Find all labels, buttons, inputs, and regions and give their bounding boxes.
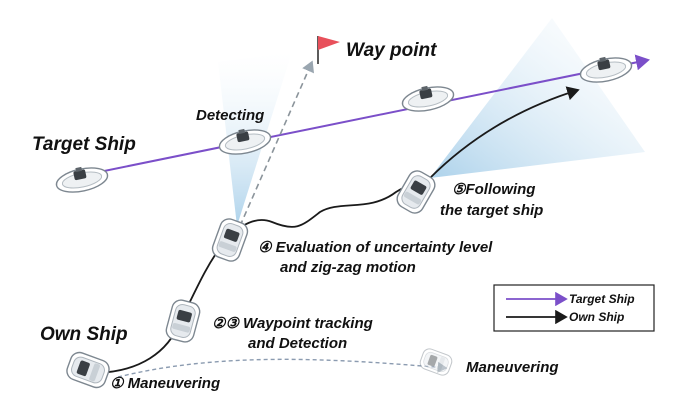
legend-target-label: Target Ship [569, 292, 635, 306]
own-ship-icon [163, 297, 203, 345]
step5-label-line2: the target ship [440, 202, 543, 219]
legend: Target Ship Own Ship [493, 284, 655, 332]
maneuvering-ghost-label: Maneuvering [466, 359, 559, 376]
waypoint-flag-icon [317, 36, 340, 64]
own-ship-ghost-icon [417, 346, 455, 378]
legend-own-label: Own Ship [569, 310, 624, 324]
waypoint-label: Way point [346, 40, 437, 61]
target-ship-icon [577, 51, 635, 87]
own-ship-icon [393, 166, 439, 218]
target-ship-label: Target Ship [32, 134, 136, 155]
detecting-label: Detecting [196, 107, 264, 124]
own-ship-icon [63, 349, 113, 391]
own-ship-icon [209, 215, 251, 265]
sensor-cone-2 [430, 18, 645, 178]
target-ship-icon [399, 80, 457, 116]
step1-label: ① Maneuvering [110, 375, 220, 392]
target-ship-icon [53, 161, 111, 197]
step4-label-line1: ④ Evaluation of uncertainty level [258, 239, 493, 256]
step23-label-line1: ②③ Waypoint tracking [212, 315, 373, 332]
step23-label-line2: and Detection [248, 335, 347, 352]
target-ship-path [59, 54, 650, 181]
own-ship-label: Own Ship [40, 324, 128, 345]
step5-label-line1: ⑤Following [452, 181, 535, 198]
following-arrow [429, 86, 580, 179]
step4-label-line2: and zig-zag motion [280, 259, 416, 276]
